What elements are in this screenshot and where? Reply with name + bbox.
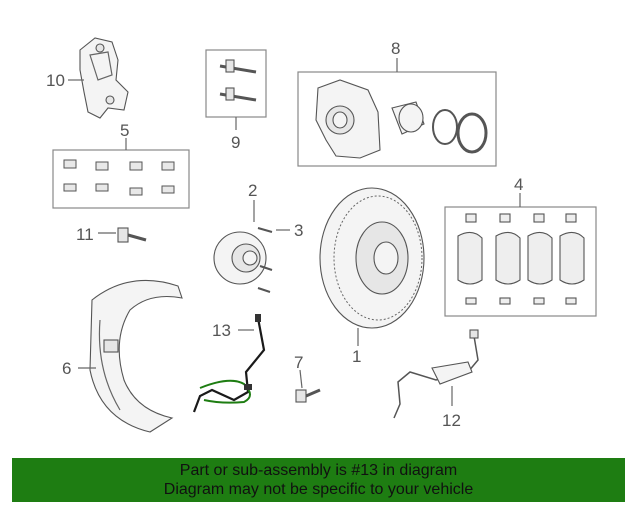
callout-3: 3	[294, 221, 303, 240]
banner-line-2: Diagram may not be specific to your vehi…	[163, 481, 474, 498]
part-9-guide-bolts	[219, 59, 257, 102]
part-13-brake-hose[interactable]	[192, 314, 266, 413]
callout-2: 2	[248, 181, 257, 200]
callout-12: 12	[442, 411, 461, 430]
callout-9: 9	[231, 133, 240, 152]
part-11-bolt[interactable]	[117, 227, 147, 243]
callout-1: 1	[352, 347, 361, 366]
part-8-caliper	[315, 79, 488, 159]
part-4-brake-pads	[457, 213, 585, 305]
banner-line-1: Part or sub-assembly is #13 in diagram	[179, 462, 458, 479]
part-9-box[interactable]	[205, 49, 267, 118]
part-12-abs-sensor[interactable]	[393, 329, 479, 419]
part-6-dust-shield[interactable]	[89, 279, 183, 433]
callout-13: 13	[212, 321, 231, 340]
part-10-caliper-bracket[interactable]	[79, 37, 129, 119]
part-info-banner: Part or sub-assembly is #13 in diagram D…	[12, 458, 625, 502]
callout-4: 4	[514, 175, 523, 194]
callout-5: 5	[120, 121, 129, 140]
callout-10: 10	[46, 71, 65, 90]
part-1-brake-rotor[interactable]	[319, 187, 425, 329]
part-2-hub-bearing[interactable]	[213, 227, 273, 293]
part-5-box[interactable]	[52, 149, 190, 209]
leader-7	[299, 369, 303, 389]
part-7-bolt[interactable]	[295, 388, 321, 403]
callout-8: 8	[391, 39, 400, 58]
callout-11: 11	[76, 225, 94, 244]
part-5-hardware-clips	[63, 159, 175, 196]
callout-7: 7	[294, 353, 303, 372]
callout-6: 6	[62, 359, 71, 378]
